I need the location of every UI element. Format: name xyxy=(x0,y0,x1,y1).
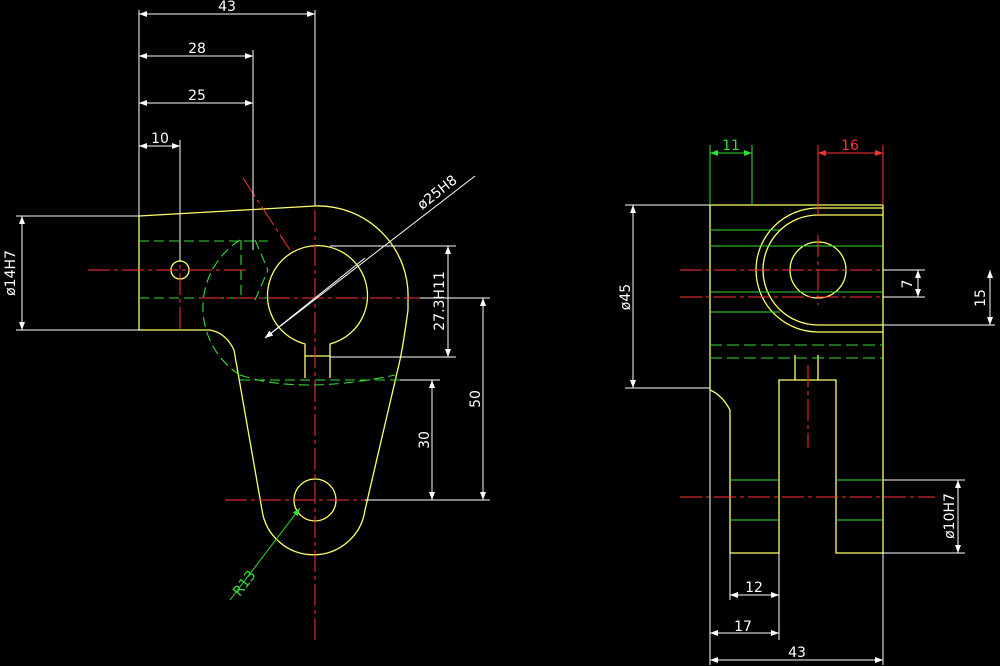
right-view-dimension-lines xyxy=(625,204,995,665)
dim-15: 15 xyxy=(973,289,989,307)
dim-17: 17 xyxy=(734,619,752,635)
right-view-centerlines xyxy=(680,235,935,498)
dim-16: 16 xyxy=(841,138,859,154)
right-view-outline xyxy=(709,204,884,554)
left-view-centerlines xyxy=(88,177,420,640)
dim-30: 30 xyxy=(417,431,433,449)
right-view-top-dims xyxy=(709,145,884,215)
right-view-dimension-text: 11 16 ø45 7 15 ø10H7 12 17 43 xyxy=(618,138,989,661)
dim-28: 28 xyxy=(188,41,206,57)
dim-7: 7 xyxy=(900,280,916,289)
left-view-dimension-lines xyxy=(16,10,490,501)
right-view-hidden xyxy=(710,229,883,521)
dim-phi45: ø45 xyxy=(618,284,634,310)
dim-27-3h11: 27.3H11 xyxy=(432,271,448,331)
dim-50: 50 xyxy=(468,390,484,408)
dim-phi10h7: ø10H7 xyxy=(942,493,958,539)
left-view-dimension-text: 43 28 25 10 ø14H7 ø25H8 27.3H11 50 30 R1… xyxy=(3,0,484,599)
dim-10: 10 xyxy=(151,131,169,147)
dim-43-top: 43 xyxy=(218,0,236,15)
r13-leader xyxy=(229,507,301,601)
dim-12: 12 xyxy=(745,580,763,596)
dim-25: 25 xyxy=(188,88,206,104)
left-view-outline xyxy=(138,205,409,556)
dim-43-bottom: 43 xyxy=(788,645,806,661)
dim-11: 11 xyxy=(722,138,740,154)
dim-phi14h7: ø14H7 xyxy=(3,250,19,296)
